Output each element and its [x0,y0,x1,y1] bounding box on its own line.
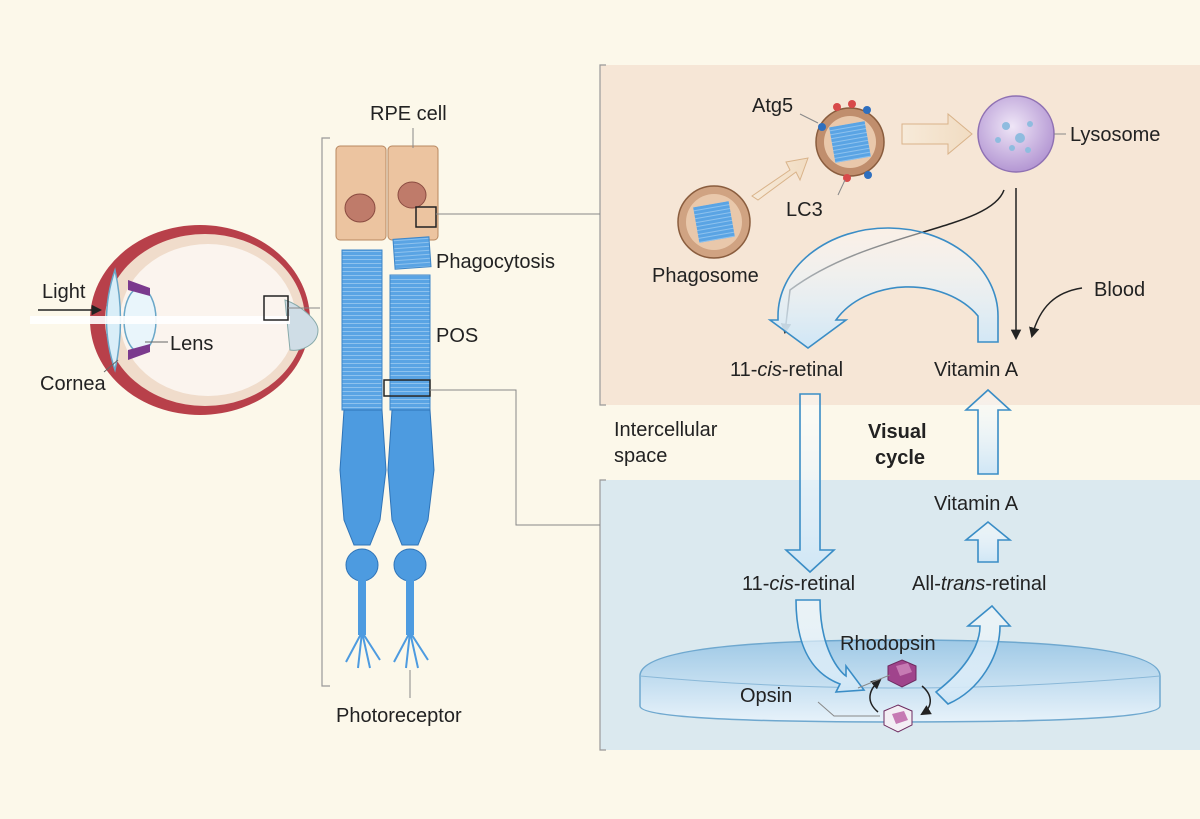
pos-zoom-box [383,379,431,397]
retinal-11cis-pr: 11-cis-retinal [742,573,855,595]
up-arrow-vitamin-a-lower [963,520,1013,563]
arrow-out-of-rhodopsin [934,604,1012,705]
photoreceptor-bracket [321,137,330,687]
label-lens: Lens [170,333,213,355]
pos-left [341,249,383,411]
rpe-zoom-box [415,206,437,228]
vitamin-a-pr: Vitamin A [934,493,1019,515]
opsin-to-rhodopsin-arrow [869,678,882,713]
tan-arrow-to-autophagosome [751,157,809,201]
rpe-cells [335,128,600,241]
label-photoreceptor: Photoreceptor [336,705,462,727]
label-atg5: Atg5 [752,95,793,117]
eye-illustration [30,225,320,415]
rhodopsin-molecule [887,659,917,688]
label-lc3: LC3 [786,199,823,221]
arrow-into-opsin [795,599,866,693]
rpe-panel-bracket [599,64,606,406]
label-rhodopsin: Rhodopsin [840,633,936,655]
label-intercellular-1: Intercellular [614,419,718,441]
up-arrow-vitamin-a-upper [963,388,1013,475]
label-cornea: Cornea [40,373,106,395]
phagosome [677,185,751,259]
phagocytosed-tip [392,236,432,270]
blood-to-vitamin-a-arrow [1029,287,1083,339]
label-phagocytosis: Phagocytosis [436,251,555,273]
rhodopsin-to-opsin-arrow [920,685,932,716]
vitamin-a-rpe: Vitamin A [934,359,1019,381]
retinal-all-trans-pr: All-trans-retinal [912,573,1047,595]
label-light: Light [42,281,86,303]
retinal-11cis-rpe: 11-cis-retinal [730,359,843,381]
label-visual-cycle-2: cycle [875,447,925,469]
label-opsin: Opsin [740,685,792,707]
label-visual-cycle-1: Visual [868,421,927,443]
label-intercellular-2: space [614,445,667,467]
tan-arrow-to-lysosome [901,112,973,156]
photoreceptors [339,236,600,698]
down-arrow-11cis [783,393,837,574]
label-pos: POS [436,325,478,347]
rpe-cycle-arrow [767,227,999,349]
lysosome [977,95,1066,173]
pos-right [389,274,431,411]
label-blood: Blood [1094,279,1145,301]
label-phagosome: Phagosome [652,265,759,287]
autophagosome [799,100,885,196]
opsin-molecule [883,704,913,733]
label-lysosome: Lysosome [1070,124,1160,146]
pr-panel-bracket [599,479,606,751]
label-rpe-cell: RPE cell [370,103,447,125]
